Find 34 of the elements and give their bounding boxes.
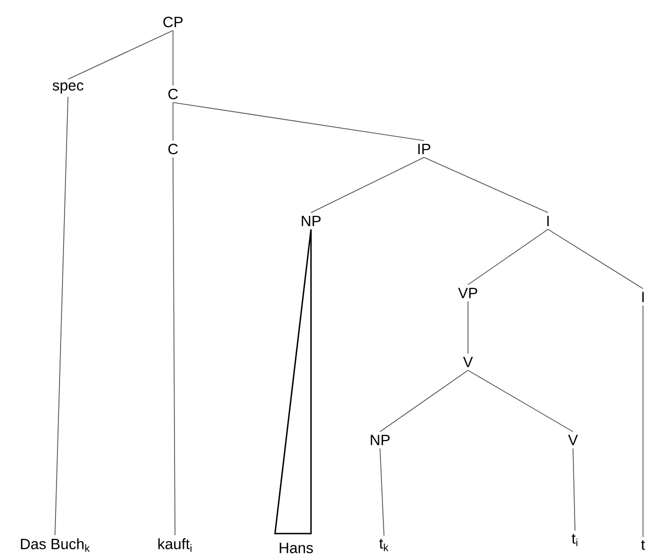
- category-label: IP: [418, 144, 430, 154]
- category-label: VP: [458, 288, 478, 298]
- category-label: I: [642, 292, 644, 302]
- tree-branch: [172, 30, 174, 86]
- category-label: C: [168, 88, 178, 100]
- tree-branch: [172, 157, 176, 536]
- category-label: CP: [163, 16, 183, 28]
- tree-branch: [424, 156, 548, 214]
- leaf-word: t$_{k}$: [379, 538, 388, 552]
- tree-branch: [172, 102, 424, 142]
- leaf-word: Hans: [280, 542, 313, 554]
- tree-branch: [468, 370, 574, 432]
- tree-branch: [310, 156, 424, 214]
- leaf-word: t$_{i}$: [572, 534, 578, 546]
- category-label: spec: [52, 82, 84, 94]
- tree-branch: [172, 102, 174, 141]
- leaf-word: t: [641, 540, 645, 550]
- category-label: NP: [370, 434, 390, 446]
- tree-branch: [380, 448, 384, 536]
- leaf-word: Das Buch$_{k}$: [20, 538, 90, 552]
- category-label: I: [547, 216, 549, 226]
- tree-branch: [642, 304, 644, 538]
- category-label: NP: [302, 216, 321, 226]
- leaf-word: kauft$_{i}$: [158, 538, 192, 552]
- tree-branch: [54, 96, 68, 536]
- tree-branch: [572, 448, 576, 532]
- tree-branch: [68, 30, 174, 80]
- category-label: V: [463, 356, 473, 368]
- tree-branch: [380, 370, 468, 432]
- tree-branch: [548, 228, 644, 290]
- category-label: C: [168, 144, 178, 154]
- category-label: V: [568, 434, 578, 446]
- tree-branch: [468, 228, 548, 286]
- roof-triangle: [274, 228, 312, 534]
